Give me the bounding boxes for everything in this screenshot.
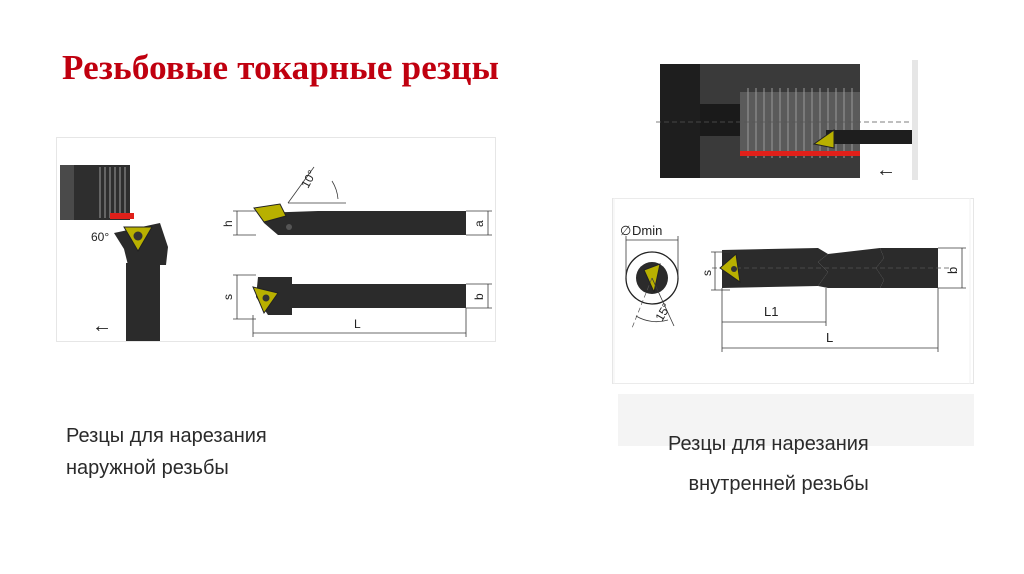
external-threading-figure: 60° ← 10° h a s <box>56 137 496 342</box>
internal-dim-L-line <box>721 288 939 352</box>
internal-caption-line1: Резцы для нарезания <box>668 433 869 455</box>
external-caption-line1: Резцы для нарезания <box>66 425 267 447</box>
dmin-circle <box>625 236 679 329</box>
dim-s-label: s <box>221 294 235 300</box>
dmin-symbol: ∅ <box>620 223 631 238</box>
feed-arrow-internal: ← <box>876 159 896 181</box>
angle-60-label: 60° <box>91 230 109 244</box>
external-caption-line2: наружной резьбы <box>66 457 229 479</box>
boring-bar <box>712 248 952 288</box>
internal-dim-b-line <box>938 247 966 289</box>
dim-a-label: a <box>472 220 486 227</box>
internal-dim-L1-label: L1 <box>764 304 778 319</box>
slide-title: Резьбовые токарные резцы <box>62 48 500 87</box>
internal-threading-section: ← <box>656 58 918 182</box>
internal-dim-L1-line <box>721 288 827 326</box>
dim-L-line <box>252 308 467 337</box>
external-tool-top <box>253 203 466 235</box>
internal-caption-backdrop <box>618 394 974 446</box>
internal-dim-L-label: L <box>826 330 833 345</box>
dim-s-line <box>233 274 256 320</box>
internal-caption-line2: внутренней резьбы <box>688 473 869 495</box>
internal-dim-s-line <box>711 251 730 291</box>
workpiece-external <box>60 165 134 220</box>
internal-tool-drawing: ∅ Dmin 15° s b L1 L <box>612 198 974 384</box>
dim-h-line <box>233 210 256 236</box>
internal-dim-s-label: s <box>700 270 714 276</box>
dim-a-line <box>466 210 492 236</box>
dim-b-label: b <box>472 293 486 300</box>
dim-L-label: L <box>354 317 361 331</box>
external-caption: Резцы для нарезания наружной резьбы <box>66 420 267 484</box>
dmin-label: Dmin <box>632 223 662 238</box>
external-tool-bottom <box>252 277 466 315</box>
dim-h-label: h <box>221 220 235 227</box>
feed-arrow-external: ← <box>92 315 112 337</box>
vertical-tool-holder <box>114 223 168 341</box>
dim-b-line <box>466 283 492 309</box>
internal-caption: Резцы для нарезания внутренней резьбы <box>668 424 869 504</box>
internal-dim-b-label: b <box>945 267 960 274</box>
tilt-angle-annotation <box>287 166 346 204</box>
